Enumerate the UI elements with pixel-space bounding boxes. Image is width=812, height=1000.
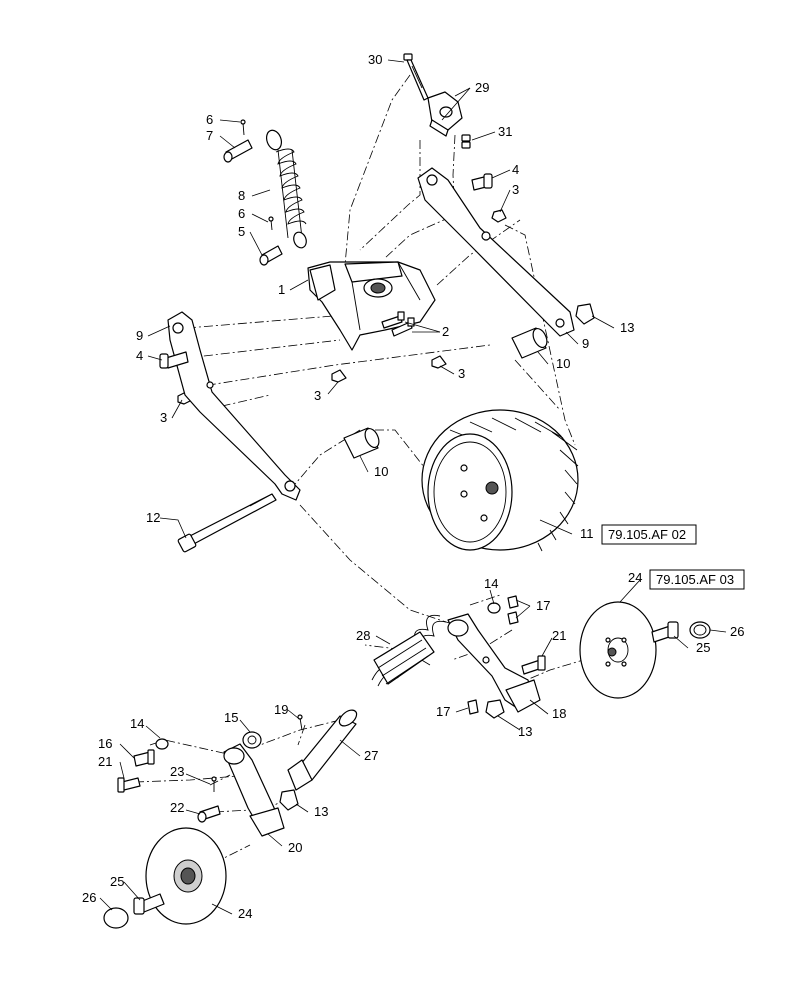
nut-17b [507, 611, 519, 625]
nut-3b [431, 355, 447, 369]
callout-24: 24 [628, 570, 642, 585]
callout-21: 21 [552, 628, 566, 643]
leader-lines [99, 59, 727, 915]
pin-6a [240, 119, 246, 136]
wheel-11 [421, 409, 579, 552]
nut-3c [331, 369, 347, 383]
callout-4: 4 [512, 162, 519, 177]
callout-26: 26 [82, 890, 96, 905]
callout-25: 25 [110, 874, 124, 889]
callout-1: 1 [278, 282, 285, 297]
callout-12: 12 [146, 510, 160, 525]
callout-13: 13 [314, 804, 328, 819]
cap-26-left [103, 907, 129, 929]
bolt-21-left [117, 777, 141, 793]
shaft-27 [287, 709, 358, 791]
callout-21: 21 [98, 754, 112, 769]
callout-9: 9 [582, 336, 589, 351]
callout-10: 10 [374, 464, 388, 479]
callout-labels: 30 29 31 6 7 8 6 5 4 3 1 2 9 4 3 3 3 13 … [82, 52, 744, 921]
bushing-10b [343, 427, 380, 459]
reference-box-wheel[interactable]: 79.105.AF 02 [601, 524, 697, 545]
bracket-1 [307, 261, 436, 351]
washer-15 [242, 731, 262, 749]
long-bolt-12 [177, 493, 277, 553]
callout-23: 23 [170, 764, 184, 779]
callout-20: 20 [288, 840, 302, 855]
bolt-4-right [471, 173, 493, 191]
arm-18 [447, 613, 541, 713]
nut-3a [491, 209, 507, 223]
callout-3: 3 [512, 182, 519, 197]
bolt-2 [381, 311, 415, 337]
callout-30: 30 [368, 52, 382, 67]
callout-13: 13 [620, 320, 634, 335]
cap-26-right [689, 621, 711, 639]
callout-11: 11 [580, 526, 594, 541]
callout-22: 22 [170, 800, 184, 815]
link-arm-9-left [167, 311, 301, 501]
callout-17: 17 [436, 704, 450, 719]
callout-13: 13 [518, 724, 532, 739]
disc-24-right [579, 601, 657, 699]
bolt-25-right [651, 621, 679, 643]
compression-spring-28 [371, 614, 447, 687]
callout-5: 5 [238, 224, 245, 239]
nut-13c [279, 789, 299, 811]
nut-31 [461, 134, 471, 149]
callout-19: 19 [274, 702, 288, 717]
pin-7 [223, 139, 253, 163]
callout-14: 14 [130, 716, 144, 731]
callout-3: 3 [458, 366, 465, 381]
callout-16: 16 [98, 736, 112, 751]
bushing-10a [511, 327, 548, 359]
bolt-4-left [159, 351, 189, 369]
callout-25: 25 [696, 640, 710, 655]
callout-17: 17 [536, 598, 550, 613]
pin-22 [197, 805, 221, 823]
callout-24: 24 [238, 906, 252, 921]
callout-15: 15 [224, 710, 238, 725]
callout-3: 3 [314, 388, 321, 403]
arm-20 [223, 743, 285, 837]
nut-17c [467, 699, 479, 715]
clamp-29 [427, 91, 463, 137]
callout-6: 6 [206, 112, 213, 127]
callout-4: 4 [136, 348, 143, 363]
callout-8: 8 [238, 188, 245, 203]
nut-13a [575, 303, 595, 325]
callout-26: 26 [730, 624, 744, 639]
callout-7: 7 [206, 128, 213, 143]
reference-disc-label[interactable]: 79.105.AF 03 [656, 572, 734, 587]
callout-6: 6 [238, 206, 245, 221]
callout-18: 18 [552, 706, 566, 721]
washer-14a [487, 602, 501, 614]
disc-24-left [145, 827, 227, 925]
washer-14b [155, 738, 169, 750]
reference-wheel-label[interactable]: 79.105.AF 02 [608, 527, 686, 542]
pin-6b [268, 216, 274, 231]
pin-23 [211, 776, 217, 792]
bolt-30 [403, 53, 429, 101]
callout-9: 9 [136, 328, 143, 343]
reference-box-disc[interactable]: 79.105.AF 03 [649, 569, 745, 590]
nut-17a [507, 595, 519, 609]
callout-14: 14 [484, 576, 498, 591]
callout-27: 27 [364, 748, 378, 763]
pin-19 [297, 714, 303, 731]
pin-5 [259, 245, 283, 266]
bolt-25-left [133, 893, 165, 915]
callout-10: 10 [556, 356, 570, 371]
callout-3: 3 [160, 410, 167, 425]
callout-28: 28 [356, 628, 370, 643]
nut-13b [485, 699, 505, 719]
callout-2: 2 [442, 324, 449, 339]
bolt-16 [133, 749, 155, 767]
bolt-21-right [521, 655, 546, 675]
link-arm-9-right [417, 167, 575, 337]
extension-spring-8 [265, 129, 307, 249]
callout-31: 31 [498, 124, 512, 139]
callout-29: 29 [475, 80, 489, 95]
